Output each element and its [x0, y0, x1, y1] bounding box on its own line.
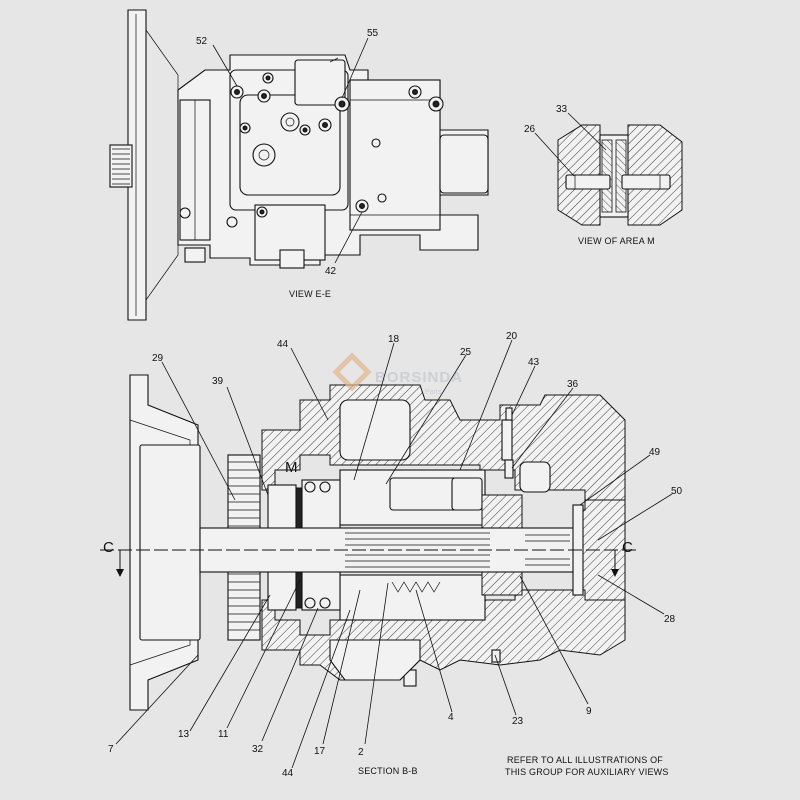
callout-23: 23 — [512, 716, 524, 727]
caption-view-e-e: VIEW E-E — [289, 289, 331, 299]
callout-11: 11 — [218, 729, 229, 740]
callout-25: 25 — [460, 347, 472, 358]
callout-43: 43 — [528, 357, 540, 368]
callout-4: 4 — [448, 712, 454, 723]
callouts-section-b-b: 29 39 44 18 25 20 43 36 49 50 28 9 23 4 … — [108, 331, 683, 779]
callout-52: 52 — [196, 36, 208, 47]
callout-33: 33 — [556, 104, 568, 115]
callout-49: 49 — [649, 447, 661, 458]
callout-7: 7 — [108, 744, 114, 755]
callout-42: 42 — [325, 266, 337, 277]
callout-32: 32 — [252, 744, 264, 755]
callout-55: 55 — [367, 28, 379, 39]
leader-lines — [115, 37, 673, 769]
caption-view-of-area-m: VIEW OF AREA M — [578, 236, 655, 246]
callout-50: 50 — [671, 486, 683, 497]
callout-18: 18 — [388, 334, 400, 345]
callout-39: 39 — [212, 376, 224, 387]
section-mark-right: C — [622, 539, 633, 556]
section-b-b-drawing: BORSINDA Parts — [100, 352, 640, 711]
callout-13: 13 — [178, 729, 190, 740]
note-line-2: THIS GROUP FOR AUXILIARY VIEWS — [505, 767, 669, 777]
callout-2: 2 — [358, 747, 364, 758]
callout-28: 28 — [664, 614, 676, 625]
caption-section-b-b: SECTION B-B — [358, 766, 418, 776]
area-mark-m: M — [285, 459, 298, 476]
callout-36: 36 — [567, 379, 579, 390]
callouts-area-m: 33 26 — [524, 104, 568, 135]
callout-9: 9 — [586, 706, 592, 717]
note-line-1: REFER TO ALL ILLUSTRATIONS OF — [507, 755, 663, 765]
watermark-sub: Parts — [425, 389, 442, 396]
callout-44-top: 44 — [277, 339, 289, 350]
callout-44-bottom: 44 — [282, 768, 294, 779]
watermark: BORSINDA Parts — [332, 352, 463, 396]
section-mark-left: C — [103, 539, 114, 556]
view-e-e-drawing — [109, 9, 489, 321]
view-of-area-m-drawing — [557, 124, 683, 226]
callout-17: 17 — [314, 746, 326, 757]
watermark-brand: BORSINDA — [375, 369, 463, 386]
callout-29: 29 — [152, 353, 164, 364]
callout-26: 26 — [524, 124, 536, 135]
callouts-view-e-e: 52 55 42 — [196, 28, 379, 277]
callout-20: 20 — [506, 331, 518, 342]
